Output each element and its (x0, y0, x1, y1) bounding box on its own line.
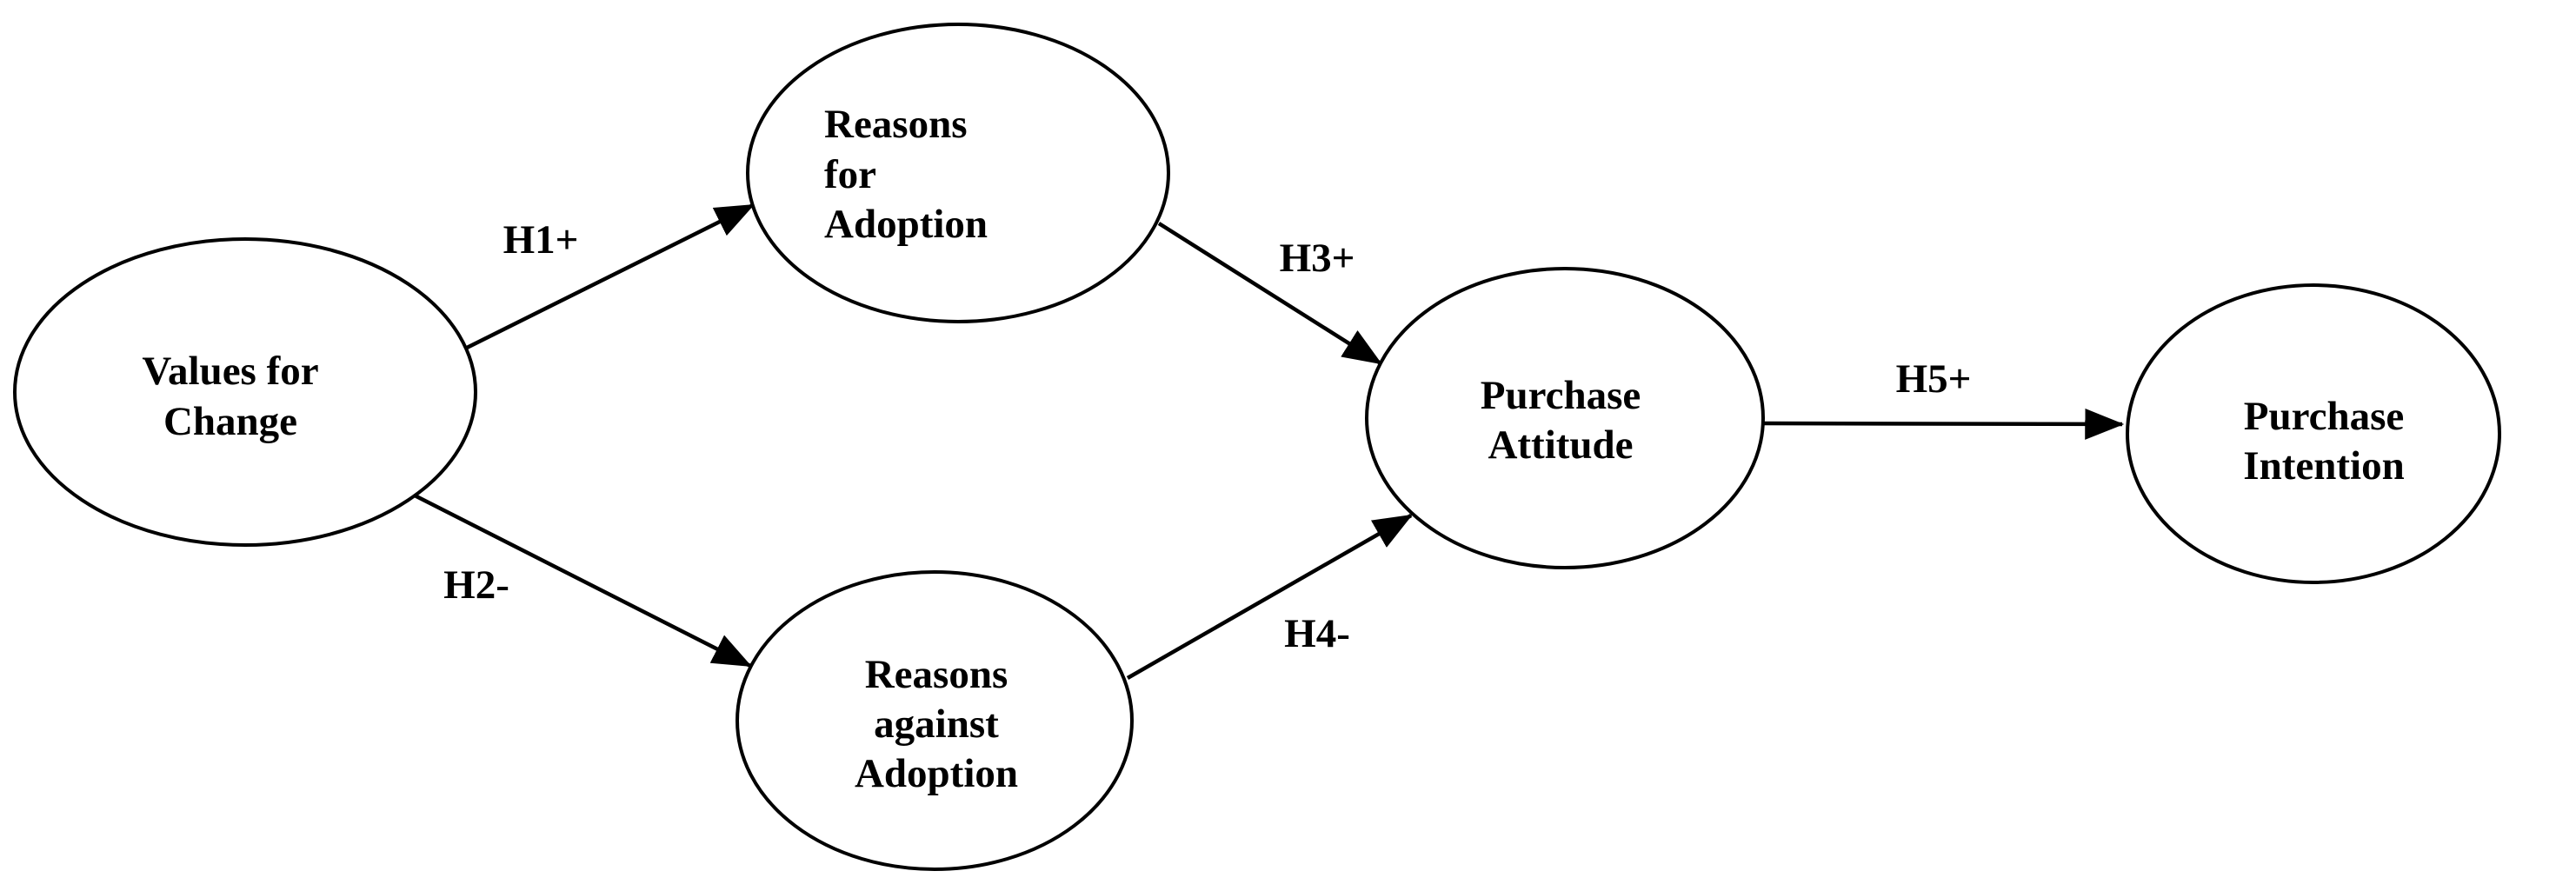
edge-label-h5: H5+ (1896, 356, 1972, 402)
node-label-line: Attitude (1488, 422, 1633, 468)
edges-group (413, 203, 2125, 680)
edge-label-h1: H1+ (503, 217, 579, 263)
node-ellipse-reasons-against-adoption (736, 570, 1134, 871)
node-label-line: Purchase (1481, 373, 1641, 418)
node-ellipse-purchase-intention (2126, 283, 2501, 584)
arrow-h2 (413, 493, 753, 668)
nodes-group (13, 23, 2501, 871)
arrow-h3 (1157, 222, 1382, 365)
node-label-line: Values for (142, 349, 318, 394)
arrow-h4 (1126, 514, 1413, 680)
node-label-line: for (824, 152, 876, 197)
node-ellipse-values-for-change (13, 237, 477, 547)
node-label-line: Purchase (2244, 394, 2405, 439)
arrow-h1 (465, 203, 755, 350)
edge-labels-group: H1+ H2- H3+ H4- H5+ (443, 217, 1971, 656)
edge-label-h3: H3+ (1280, 236, 1355, 281)
node-label-line: against (874, 701, 999, 747)
node-ellipse-purchase-attitude (1365, 267, 1765, 569)
node-label-line: Adoption (824, 202, 988, 247)
node-label-line: Intention (2243, 443, 2404, 489)
node-labels-group: Values for Change Reasons for Adoption R… (142, 102, 2404, 796)
node-label-line: Change (163, 399, 297, 444)
arrow-h5 (1762, 408, 2125, 440)
node-label-line: Adoption (855, 751, 1018, 796)
edge-label-h2: H2- (443, 562, 509, 608)
node-label-line: Reasons (865, 652, 1008, 697)
node-ellipse-reasons-for-adoption (746, 23, 1170, 323)
node-label-line: Reasons (824, 102, 968, 147)
edge-label-h4: H4- (1284, 611, 1350, 656)
